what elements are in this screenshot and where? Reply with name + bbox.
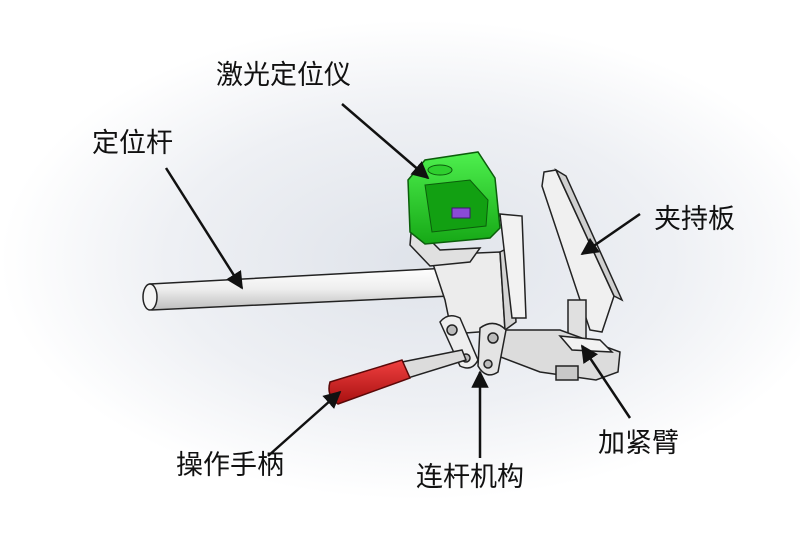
clamping-arm	[497, 329, 621, 381]
background-glow	[0, 20, 800, 500]
arrow-laser-locator	[341, 103, 430, 180]
arrow-locating-rod	[164, 167, 244, 290]
clamp-plate	[541, 168, 624, 341]
main-bracket	[409, 213, 527, 335]
label-linkage-mechanism: 连杆机构	[416, 462, 524, 493]
label-locating-rod: 定位杆	[92, 128, 173, 159]
arrow-clamp-plate	[580, 212, 641, 256]
label-laser-locator: 激光定位仪	[216, 60, 351, 91]
laser-locator-body	[407, 151, 501, 245]
label-operating-handle: 操作手柄	[176, 450, 284, 481]
arrow-clamping-arm	[580, 344, 632, 419]
linkage-mechanism	[439, 315, 507, 376]
arrow-operating-handle	[267, 390, 342, 457]
label-clamp-plate: 夹持板	[654, 204, 735, 235]
operating-handle	[328, 349, 467, 405]
label-clamping-arm: 加紧臂	[598, 428, 679, 459]
leader-lines	[164, 103, 641, 458]
